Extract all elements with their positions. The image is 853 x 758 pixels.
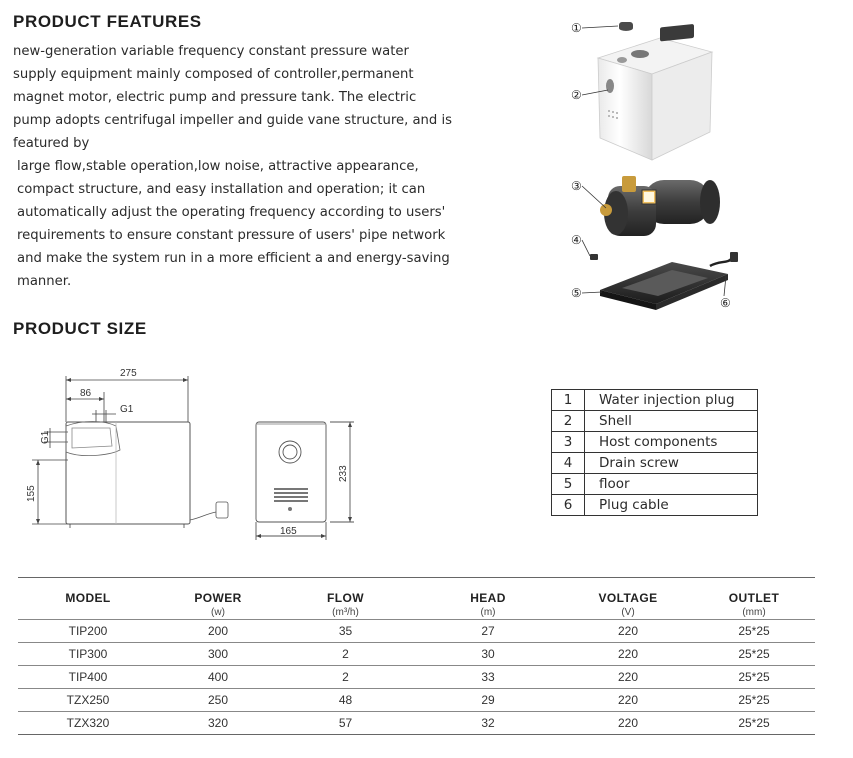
table-cell: 300: [158, 642, 278, 666]
table-cell: 25*25: [693, 711, 815, 734]
part-name: Plug cable: [584, 494, 758, 516]
callout-2: ②: [571, 88, 582, 102]
water-injection-plug-part: [619, 22, 633, 30]
floor-part: [600, 262, 728, 310]
host-components-part: [600, 176, 720, 236]
table-cell: 220: [563, 642, 693, 666]
table-cell: TIP300: [18, 642, 158, 666]
part-name: floor: [584, 473, 758, 495]
table-cell: 35: [278, 619, 413, 643]
plug-cable-part: [709, 257, 734, 268]
dim-overall-width: 275: [120, 368, 137, 379]
table-cell: 220: [563, 665, 693, 689]
spec-header-cell: OUTLET: [728, 591, 780, 605]
part-number: 3: [551, 431, 585, 453]
dim-outlet-height: 155: [26, 485, 37, 502]
dim-inlet-offset: 86: [80, 388, 92, 399]
table-cell: TZX250: [18, 688, 158, 712]
drain-screw-part: [590, 254, 598, 260]
table-cell: 220: [563, 711, 693, 734]
table-cell: TZX320: [18, 711, 158, 734]
features-description: new-generation variable frequency consta…: [13, 40, 453, 293]
callout-3: ③: [571, 179, 582, 193]
table-cell: TIP400: [18, 665, 158, 689]
part-name: Host components: [584, 431, 758, 453]
spec-unit-cell: (m): [480, 606, 496, 618]
part-number: 4: [551, 452, 585, 474]
spec-header-cell: HEAD: [470, 591, 506, 605]
table-cell: TIP200: [18, 619, 158, 643]
table-cell: 25*25: [693, 619, 815, 643]
table-cell: 33: [413, 665, 563, 689]
table-cell: 32: [413, 711, 563, 734]
table-cell: 2: [278, 642, 413, 666]
table-cell: 200: [158, 619, 278, 643]
spec-table: MODEL POWER FLOW HEAD VOLTAGE OUTLET (w) (m³/h…: [18, 578, 815, 734]
spec-unit-cell: [18, 605, 158, 620]
spec-header-row: MODEL POWER FLOW HEAD VOLTAGE OUTLET: [18, 578, 815, 605]
table-cell: 250: [158, 688, 278, 712]
part-name: Water injection plug: [584, 389, 758, 411]
table-cell: 29: [413, 688, 563, 712]
table-cell: 57: [278, 711, 413, 734]
size-heading: PRODUCT SIZE: [13, 319, 147, 338]
shell-part: [596, 24, 714, 161]
dim-thread-top: G1: [120, 404, 134, 415]
spec-unit-cell: (mm): [742, 606, 766, 618]
table-cell: 25*25: [693, 688, 815, 712]
table-cell: 30: [413, 642, 563, 666]
table-cell: 27: [413, 619, 563, 643]
table-cell: 25*25: [693, 665, 815, 689]
part-number: 2: [551, 410, 585, 432]
callout-6: ⑥: [720, 296, 731, 310]
spec-header-cell: POWER: [194, 591, 242, 605]
front-view-drawing: 233 165: [255, 421, 354, 540]
table-cell: 220: [563, 688, 693, 712]
callout-4: ④: [571, 233, 582, 247]
table-cell: 220: [563, 619, 693, 643]
spec-unit-cell: (V): [621, 606, 635, 618]
spec-header-cell: MODEL: [65, 591, 111, 605]
table-cell: 48: [278, 688, 413, 712]
exploded-view-illustration: ① ② ③ ④ ⑤ ⑥: [571, 21, 738, 310]
part-number: 6: [551, 494, 585, 516]
side-view-drawing: 275 86 G1 G1 155: [26, 368, 229, 528]
spec-unit-cell: (m³/h): [332, 606, 359, 618]
features-paragraph-1: new-generation variable frequency consta…: [13, 44, 452, 151]
dim-height: 233: [338, 465, 349, 482]
table-cell: 320: [158, 711, 278, 734]
dim-depth: 165: [280, 526, 297, 537]
spec-unit-cell: (w): [211, 606, 225, 618]
table-cell: 400: [158, 665, 278, 689]
spec-header-cell: VOLTAGE: [598, 591, 658, 605]
part-name: Shell: [584, 410, 758, 432]
callout-5: ⑤: [571, 286, 582, 300]
part-number: 5: [551, 473, 585, 495]
callout-1: ①: [571, 21, 582, 35]
part-number: 1: [551, 389, 585, 411]
spec-header-cell: FLOW: [327, 591, 364, 605]
spec-units-row: (w) (m³/h) (m) (V) (mm): [18, 605, 815, 620]
table-cell: 2: [278, 665, 413, 689]
features-paragraph-2: large flow,stable operation,low noise, a…: [17, 159, 450, 289]
table-cell: 25*25: [693, 642, 815, 666]
spec-table-wrapper: MODEL POWER FLOW HEAD VOLTAGE OUTLET (w) (m³/h…: [18, 577, 815, 735]
part-name: Drain screw: [584, 452, 758, 474]
dim-thread-side: G1: [40, 430, 51, 444]
features-heading: PRODUCT FEATURES: [13, 12, 202, 31]
